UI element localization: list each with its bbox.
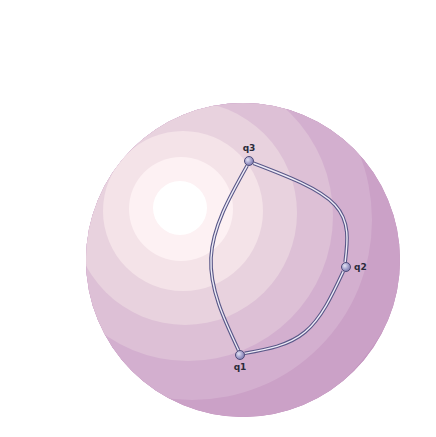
arc-outline — [253, 163, 347, 262]
vertex-point: q3 — [244, 156, 254, 166]
vertex-label: q1 — [234, 363, 247, 372]
arc-inner — [245, 271, 344, 353]
vertex-label: q2 — [354, 263, 367, 272]
arc-outline — [211, 166, 247, 351]
great-circle-arc — [253, 163, 347, 262]
great-circle-arc — [245, 271, 344, 353]
arc-inner — [253, 163, 347, 262]
arc-inner — [211, 166, 247, 351]
vertex-label: q3 — [243, 144, 256, 153]
vertex-point: q1 — [235, 350, 245, 360]
great-circle-arc — [211, 166, 247, 351]
arc-outline — [245, 271, 344, 353]
vertex-point: q2 — [341, 262, 351, 272]
